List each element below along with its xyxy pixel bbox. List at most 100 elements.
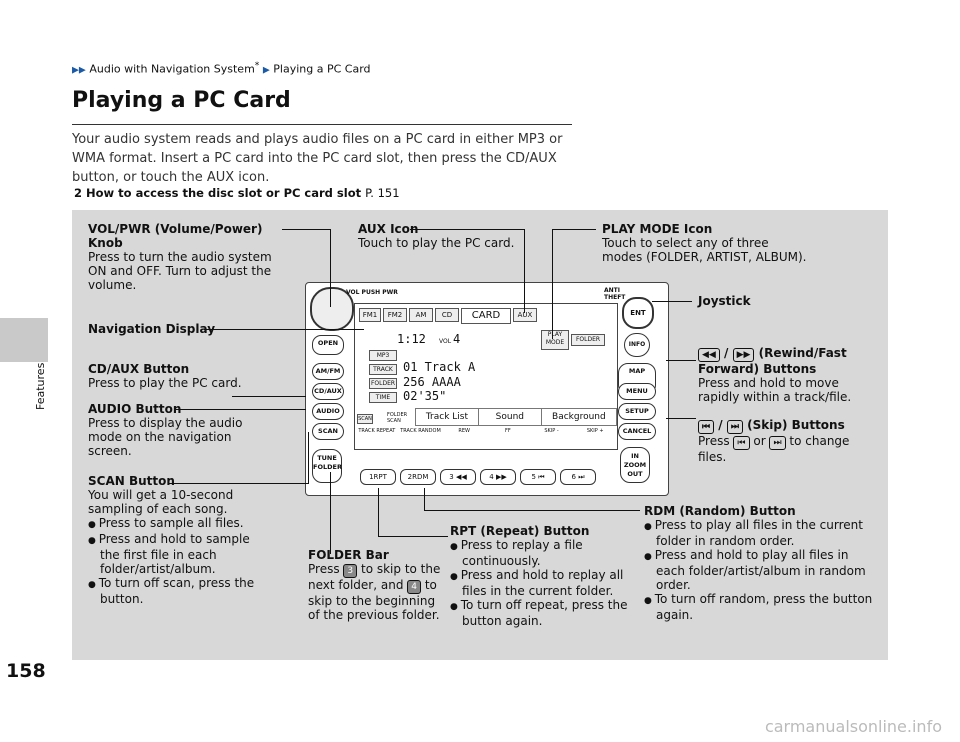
- scan-button[interactable]: SCAN: [312, 423, 344, 440]
- callout-line: [552, 229, 553, 339]
- skip-body-pre: Press: [698, 434, 730, 448]
- list-item: Press to sample all files.: [88, 516, 268, 532]
- preset-1-rpt-button[interactable]: 1RPT: [360, 469, 396, 485]
- skip-minus-key[interactable]: SKIP -: [544, 428, 559, 434]
- audio-unit: VOL PUSH PWR ANTI THEFT OPEN AM/FM CD/AU…: [305, 282, 669, 496]
- source-tab-card[interactable]: CARD: [461, 308, 511, 324]
- folder-bar-l1b: to skip to the: [360, 562, 441, 576]
- scan-chip: SCAN: [357, 414, 373, 424]
- folder-bar-l3: skip to the beginning: [308, 594, 436, 608]
- folder-bar-callout-title: FOLDER Bar: [308, 548, 389, 562]
- folder-text: 256 AAAA: [403, 375, 461, 389]
- source-tab-cd[interactable]: CD: [435, 308, 459, 322]
- joystick-callout: Joystick: [698, 294, 751, 308]
- cd-aux-callout: CD/AUX Button Press to play the PC card.: [88, 362, 248, 390]
- rdm-button-callout-title: RDM (Random) Button: [644, 504, 796, 518]
- page-number: 158: [6, 660, 46, 682]
- background-tab[interactable]: Background: [552, 412, 606, 422]
- zoom-bar[interactable]: IN ZOOM OUT: [620, 447, 650, 483]
- rew-ff-callout-body: Press and hold to move rapidly within a …: [698, 376, 852, 404]
- sound-tab[interactable]: Sound: [479, 409, 542, 425]
- cd-aux-button[interactable]: CD/AUX: [312, 383, 344, 400]
- callout-line: [410, 229, 524, 230]
- ff-key[interactable]: FF: [504, 428, 511, 434]
- audio-button-callout: AUDIO Button Press to display the audio …: [88, 402, 268, 458]
- audio-button[interactable]: AUDIO: [312, 403, 344, 420]
- track-repeat-key[interactable]: TRACK REPEAT: [358, 428, 396, 434]
- tune-folder-bar[interactable]: TUNE FOLDER: [312, 449, 342, 483]
- preset-3-button[interactable]: 3 ◀◀: [440, 469, 476, 485]
- vol-knob-callout-title: VOL/PWR (Volume/Power) Knob: [88, 222, 263, 250]
- audio-button-callout-title: AUDIO Button: [88, 402, 182, 416]
- folder-scan-label: FOLDER SCAN: [387, 412, 408, 424]
- vol-knob-callout-body: Press to turn the audio system ON and OF…: [88, 250, 272, 292]
- title-rule: [72, 124, 572, 125]
- callout-line: [204, 329, 364, 330]
- elapsed-text: 02'35": [403, 389, 447, 403]
- breadcrumb-part2[interactable]: Playing a PC Card: [273, 62, 371, 76]
- track-list-tab[interactable]: Track List: [416, 409, 479, 425]
- play-mode-callout: PLAY MODE Icon Touch to select any of th…: [602, 222, 812, 264]
- track-text: 01 Track A: [403, 360, 476, 374]
- scan-button-callout-list: Press to sample all files. Press and hol…: [88, 516, 268, 606]
- rpt-button-callout: RPT (Repeat) Button Press to replay a fi…: [450, 524, 636, 628]
- time-chip: TIME: [369, 392, 397, 403]
- list-item: To turn off random, press the button aga…: [644, 592, 874, 622]
- vol-knob[interactable]: [310, 287, 354, 331]
- section-tab: [0, 318, 48, 362]
- callout-line: [666, 360, 696, 361]
- skip-forward-icon: ⏭: [726, 420, 743, 434]
- side-tab-label: Features: [34, 362, 47, 410]
- am-fm-button[interactable]: AM/FM: [312, 363, 344, 380]
- folder-bar-l2b: to: [424, 578, 437, 592]
- setup-button[interactable]: SETUP: [618, 403, 656, 420]
- skip-callout-title: (Skip) Buttons: [747, 418, 845, 432]
- info-button[interactable]: INFO: [624, 333, 650, 357]
- preset-5-button[interactable]: 5 ⏮: [520, 469, 556, 485]
- joystick[interactable]: ENT: [622, 297, 654, 329]
- skip-callout: ⏮ / ⏭ (Skip) Buttons Press ⏮ or ⏭ to cha…: [698, 418, 868, 464]
- source-tab-fm2[interactable]: FM2: [383, 308, 407, 322]
- play-mode-icon[interactable]: PLAY MODE: [541, 330, 569, 350]
- intro-text: Your audio system reads and plays audio …: [72, 132, 563, 185]
- scan-button-callout: SCAN Button You will get a 10-second sam…: [88, 474, 268, 606]
- breadcrumb-part1[interactable]: Audio with Navigation System: [89, 62, 255, 76]
- breadcrumb-arrow-icon: ▶▶: [72, 65, 86, 76]
- track-chip: TRACK: [369, 364, 397, 375]
- side-tab: Features: [0, 362, 48, 416]
- vol-text: VOL: [439, 338, 452, 345]
- rew-key[interactable]: REW: [458, 428, 470, 434]
- breadcrumb: ▶▶ Audio with Navigation System* ▶ Playi…: [72, 60, 371, 76]
- preset-4-button[interactable]: 4 ▶▶: [480, 469, 516, 485]
- skip-plus-key[interactable]: SKIP +: [586, 428, 604, 434]
- reference-icon: 2: [74, 186, 83, 200]
- scan-button-callout-title: SCAN Button: [88, 474, 175, 488]
- folder-down-icon: 4: [407, 580, 421, 594]
- callout-line: [424, 510, 640, 511]
- reference-link[interactable]: 2 How to access the disc slot or PC card…: [74, 186, 400, 200]
- source-tab-am[interactable]: AM: [409, 308, 433, 322]
- callout-line: [330, 472, 331, 554]
- cancel-button[interactable]: CANCEL: [618, 423, 656, 440]
- vol-value: 4: [453, 332, 461, 346]
- folder-mode-chip: FOLDER: [571, 334, 605, 346]
- preset-2-rdm-button[interactable]: 2RDM: [400, 469, 436, 485]
- callout-line: [666, 418, 696, 419]
- fast-forward-icon: ▶▶: [732, 348, 755, 362]
- skip-callout-title-row: ⏮ / ⏭ (Skip) Buttons: [698, 418, 868, 434]
- track-random-key[interactable]: TRACK RANDOM: [400, 428, 441, 434]
- diagram-panel: VOL PUSH PWR ANTI THEFT OPEN AM/FM CD/AU…: [72, 210, 888, 660]
- vol-knob-callout: VOL/PWR (Volume/Power) Knob Press to tur…: [88, 222, 288, 292]
- preset-6-button[interactable]: 6 ⏭: [560, 469, 596, 485]
- callout-line: [652, 301, 692, 302]
- play-mode-callout-body: Touch to select any of three modes (FOLD…: [602, 236, 807, 264]
- menu-button[interactable]: MENU: [618, 383, 656, 400]
- rpt-button-callout-title: RPT (Repeat) Button: [450, 524, 590, 538]
- source-tab-fm1[interactable]: FM1: [359, 308, 381, 322]
- cd-aux-callout-title: CD/AUX Button: [88, 362, 190, 376]
- aux-icon[interactable]: AUX: [513, 308, 537, 322]
- play-mode-callout-title: PLAY MODE Icon: [602, 222, 713, 236]
- preset-5-label: 5: [531, 473, 536, 481]
- list-item: Press and hold to replay all files in th…: [450, 568, 636, 598]
- open-button[interactable]: OPEN: [312, 335, 344, 355]
